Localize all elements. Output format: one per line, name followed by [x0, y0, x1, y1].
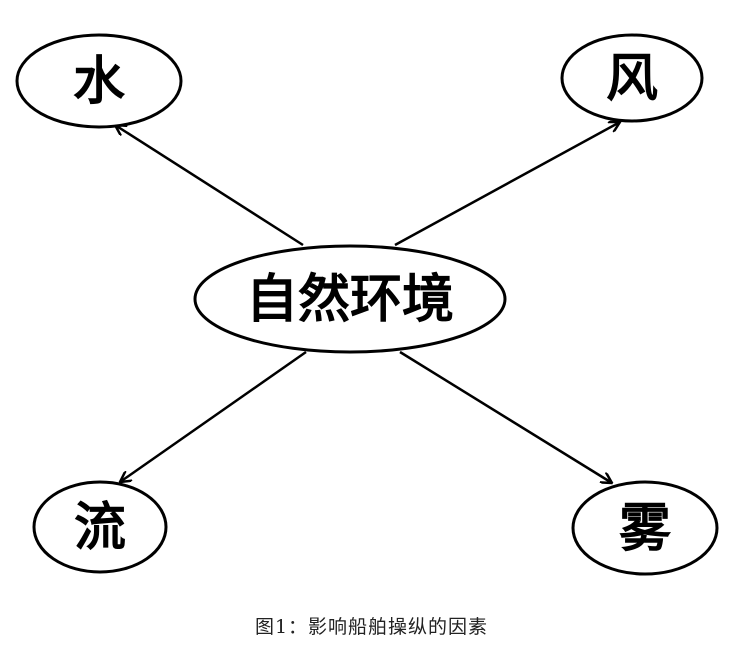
edge-center-to-bottom-left: [120, 350, 307, 482]
node-bottom-right: 雾: [571, 480, 719, 576]
edge-center-to-top-left: [115, 125, 304, 247]
node-top-left: 水: [15, 33, 183, 129]
node-bottom-left-label: 流: [74, 497, 126, 558]
node-top-left-label: 水: [73, 51, 126, 112]
edge-center-to-bottom-right: [399, 350, 612, 483]
edge-center-to-top-right: [394, 122, 620, 247]
figure-caption: 图1：影响船舶操纵的因素: [254, 616, 489, 638]
node-center-label: 自然环境: [246, 269, 454, 330]
node-bottom-left: 流: [32, 480, 168, 574]
node-top-right: 风: [560, 33, 704, 123]
node-bottom-right-label: 雾: [619, 498, 672, 559]
influence-diagram: 自然环境 水 风 流 雾: [15, 33, 719, 576]
node-top-right-label: 风: [606, 48, 658, 109]
node-center: 自然环境: [193, 244, 507, 354]
